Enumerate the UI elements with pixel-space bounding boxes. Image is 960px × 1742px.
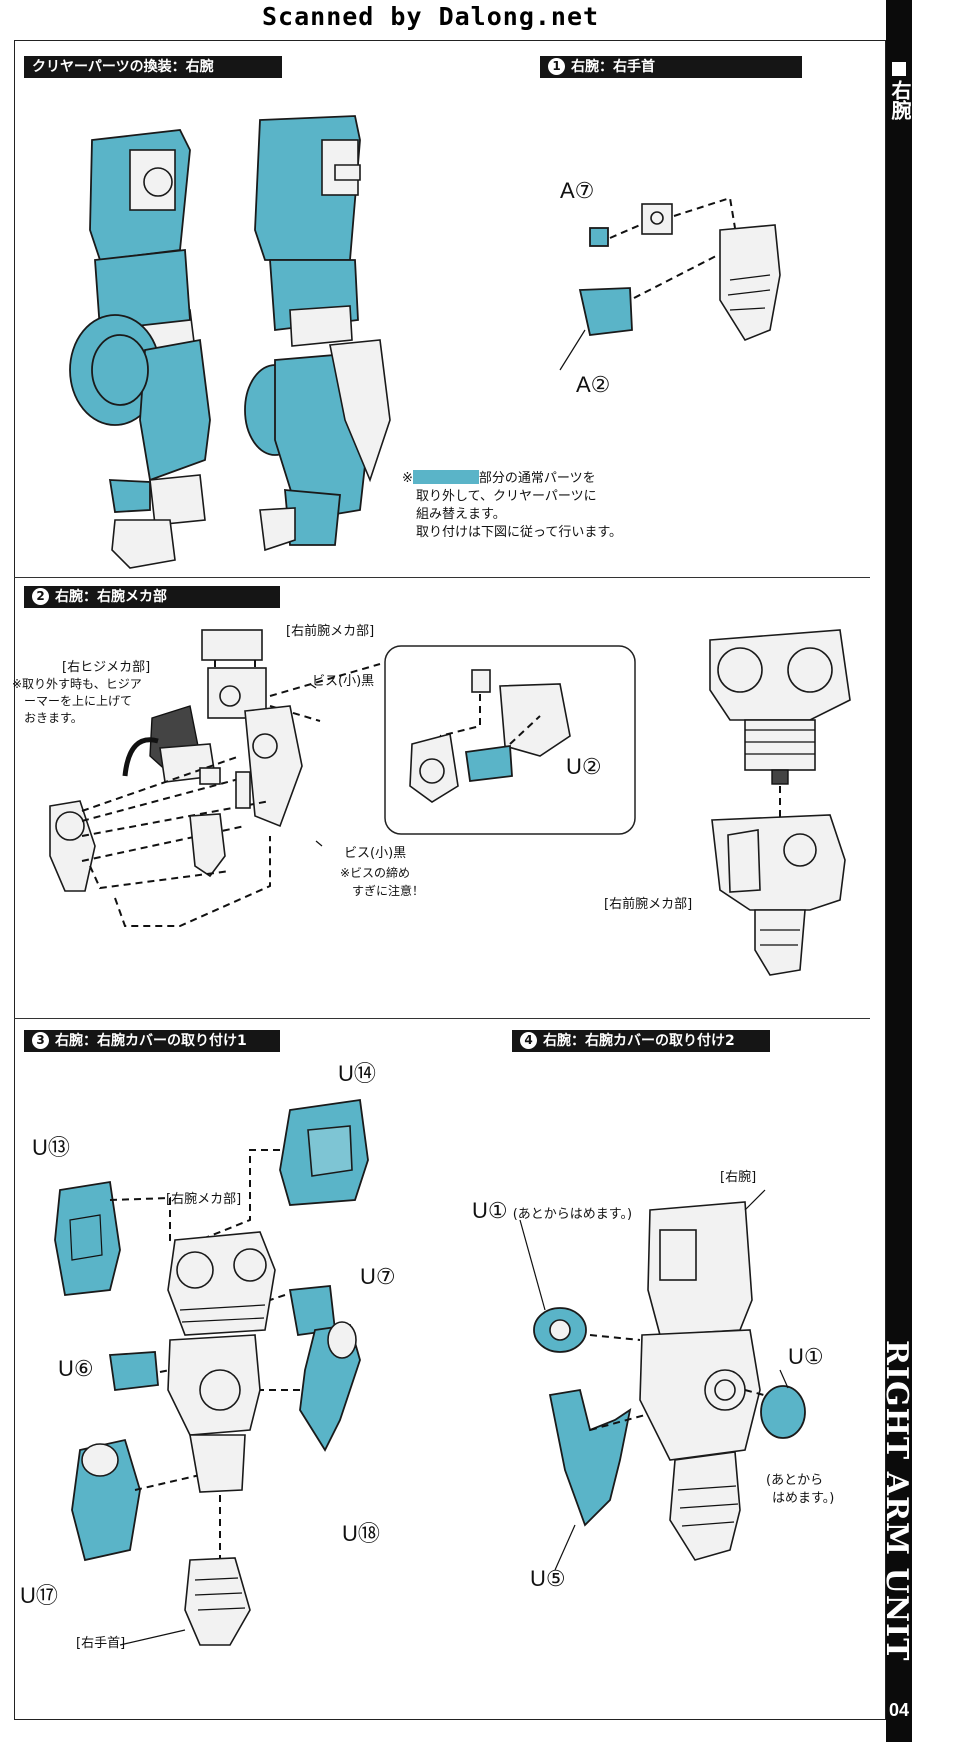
divider-1 <box>14 577 870 578</box>
step1-hand-illustration <box>559 196 781 371</box>
step3-cover-illustration <box>54 1098 369 1646</box>
clear-parts-note: ※部分の通常パーツを 取り外して、クリヤーパーツに 組み替えます。 取り付けは下… <box>402 470 622 542</box>
label-u2: U② <box>566 754 602 779</box>
label-u1-left-note: (あとからはめます。) <box>512 1207 633 1222</box>
label-forearm-mecha: [右前腕メカ部] <box>286 624 375 639</box>
label-screw-mid: ビス(小)黒 <box>344 846 407 861</box>
page-number: 04 <box>888 1700 910 1720</box>
divider-2 <box>14 1018 870 1019</box>
label-u1-right: U① <box>788 1344 824 1369</box>
label-right-arm: [右腕] <box>720 1170 757 1185</box>
page-frame <box>14 40 886 1720</box>
label-u14: U⑭ <box>338 1061 376 1086</box>
step2-mecha-illustration <box>49 629 636 927</box>
note-line-1: ※部分の通常パーツを <box>402 470 596 486</box>
remove-note: ※取り外す時も、ヒジア ーマーを上に上げて おきます。 <box>12 677 142 725</box>
sidebar <box>886 0 912 1742</box>
label-u1-left-group: U① (あとからはめます。) <box>472 1198 632 1224</box>
label-u6: U⑥ <box>58 1356 94 1381</box>
header-clear-parts: クリヤーパーツの換装：右腕 <box>24 56 282 78</box>
step2-assembled-illustration <box>709 629 851 976</box>
note-line-3: 組み替えます。 <box>416 507 506 522</box>
label-u18: U⑱ <box>342 1521 380 1546</box>
label-a2: A② <box>576 372 611 397</box>
right-arm-drawing <box>244 115 391 552</box>
label-u5: U⑤ <box>530 1566 566 1591</box>
label-u7: U⑦ <box>360 1264 396 1289</box>
clear-parts-arm-illustration <box>69 115 391 569</box>
label-u1-left: U① <box>472 1198 508 1223</box>
label-wrist: [右手首] <box>76 1636 126 1651</box>
clear-part-swatch <box>412 470 479 484</box>
label-arm-mecha: [右腕メカ部] <box>166 1192 242 1207</box>
sidebar-title: 右腕 <box>888 62 912 125</box>
sidebar-vertical-text: RIGHT ARM UNIT <box>879 1340 914 1662</box>
label-forearm-mecha-right: [右前腕メカ部] <box>604 897 693 912</box>
label-a7: A⑦ <box>560 178 595 203</box>
step4-cover-illustration <box>519 1189 806 1571</box>
watermark: Scanned by Dalong.net <box>262 2 600 31</box>
left-arm-drawing <box>69 129 211 569</box>
screw-note: ※ビスの締め すぎに注意！ <box>340 866 425 898</box>
note-line-4: 取り付けは下図に従って行います。 <box>416 525 623 540</box>
note-line-2: 取り外して、クリヤーパーツに <box>416 489 597 504</box>
label-u1-right-note: (あとから はめます。) <box>766 1473 835 1506</box>
label-screw-top: ビス(小)黒 <box>312 674 375 689</box>
label-u17: U⑰ <box>20 1583 58 1608</box>
label-u13: U⑬ <box>32 1135 70 1160</box>
label-elbow-mecha: [右ヒジメカ部] <box>62 660 151 675</box>
